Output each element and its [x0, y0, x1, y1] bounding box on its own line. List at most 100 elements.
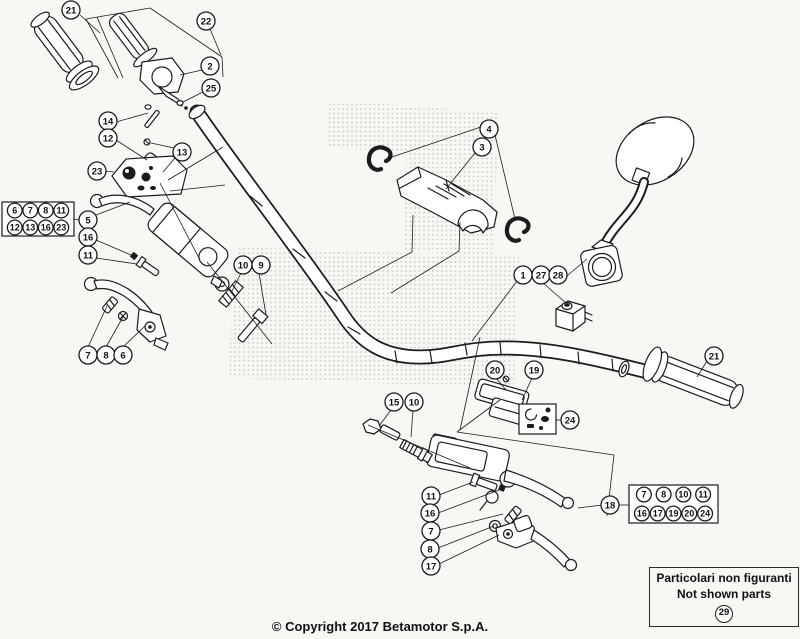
horn-switch-drawing	[555, 300, 593, 332]
callout-4	[479, 119, 499, 139]
callout-label: 16	[83, 232, 94, 243]
callout-label: 14	[103, 116, 114, 127]
construction-line	[96, 16, 124, 79]
callout-19	[524, 360, 544, 380]
callout-25	[201, 78, 221, 98]
callout-7	[22, 202, 39, 219]
callout-16	[37, 219, 54, 236]
callout-24	[560, 410, 580, 430]
callout-12	[6, 219, 23, 236]
leader-line	[471, 280, 518, 342]
not-shown-line-italian: Particolari non figuranti	[656, 571, 792, 585]
construction-line	[456, 431, 615, 456]
callout-label: 11	[83, 250, 94, 261]
leader-line	[179, 69, 203, 76]
callout-label: 23	[92, 166, 103, 177]
leader-line	[378, 409, 392, 427]
leader-line	[95, 201, 131, 216]
construction-line	[167, 146, 224, 181]
callout-label: 11	[56, 206, 66, 216]
callout-label: 24	[565, 415, 576, 426]
callout-label: 16	[425, 508, 436, 519]
callout-label: 6	[12, 206, 17, 216]
callout-3	[472, 137, 492, 157]
callout-label: 8	[103, 350, 108, 361]
right-grip-drawing	[618, 346, 744, 409]
callout-18	[600, 495, 620, 515]
callout-label: 12	[10, 223, 20, 233]
callout-label: 3	[479, 142, 484, 153]
clutch-master-cylinder-drawing	[89, 193, 230, 292]
callout-label: 11	[426, 491, 437, 502]
callout-17	[649, 505, 666, 522]
callout-11	[695, 486, 712, 503]
callout-16	[633, 505, 650, 522]
bar-clamp-drawing	[396, 166, 498, 234]
leader-line	[445, 152, 476, 190]
leader-line	[438, 481, 474, 496]
leader-line	[209, 28, 222, 56]
callout-label: 6	[120, 350, 125, 361]
repair-kit-box-drawing	[518, 403, 557, 435]
callout-22	[196, 11, 216, 31]
callout-9	[251, 255, 271, 275]
callout-label: 8	[661, 490, 666, 500]
callout-8	[37, 202, 54, 219]
callout-24	[697, 505, 714, 522]
callout-label: 27	[536, 270, 547, 281]
callout-20	[485, 360, 505, 380]
callout-label: 12	[103, 133, 114, 144]
callout-10	[675, 486, 692, 503]
leader-line	[122, 325, 146, 348]
callout-label: 7	[641, 490, 646, 500]
callout-12	[98, 128, 118, 148]
construction-line	[159, 182, 201, 261]
leader-line	[115, 112, 149, 123]
callout-7	[635, 486, 652, 503]
callout-label: 20	[684, 509, 694, 519]
callout-label: 7	[85, 350, 90, 361]
callout-label: 8	[43, 206, 48, 216]
callout-label: 18	[605, 500, 616, 511]
callout-label: 10	[678, 490, 688, 500]
construction-line	[85, 7, 151, 20]
leader-line	[494, 134, 516, 220]
construction-line	[458, 221, 461, 252]
leader-line	[87, 305, 108, 348]
callout-label: 1	[520, 270, 526, 281]
construction-line	[337, 251, 413, 292]
callout-label: 16	[637, 509, 647, 519]
callout-21	[704, 346, 724, 366]
leader-line	[577, 504, 603, 509]
leader-line	[521, 377, 533, 401]
throttle-pin-drawing	[144, 104, 160, 129]
callout-20	[681, 505, 698, 522]
construction-line	[456, 399, 501, 433]
not-shown-line-english: Not shown parts	[676, 586, 771, 601]
callout-label: 25	[206, 83, 217, 94]
callout-label: 24	[700, 509, 710, 519]
callout-label: 28	[553, 270, 564, 281]
leader-line	[410, 409, 414, 438]
leader-line	[438, 534, 500, 565]
leader-line	[391, 126, 482, 158]
callout-label: 7	[428, 526, 433, 537]
callout-2	[200, 56, 220, 76]
leader-line	[162, 157, 176, 173]
not-shown-parts-box: Particolari non figuranti Not shown part…	[649, 567, 799, 627]
small-bolt-nut-upper-drawing	[129, 251, 160, 277]
leader-line	[542, 282, 567, 304]
callout-label: 21	[709, 351, 720, 362]
callout-label: 19	[668, 509, 678, 519]
small-bolt-nut-lower-drawing	[469, 472, 506, 492]
leader-line	[95, 257, 138, 265]
callout-label: 10	[409, 397, 420, 408]
callout-23	[87, 161, 107, 181]
copyright-text: © Copyright 2017 Betamotor S.p.A.	[271, 619, 489, 634]
callout-label: 21	[66, 5, 77, 16]
construction-line	[169, 184, 226, 192]
brake-master-cylinder-drawing	[426, 433, 575, 511]
callout-15	[384, 392, 404, 412]
